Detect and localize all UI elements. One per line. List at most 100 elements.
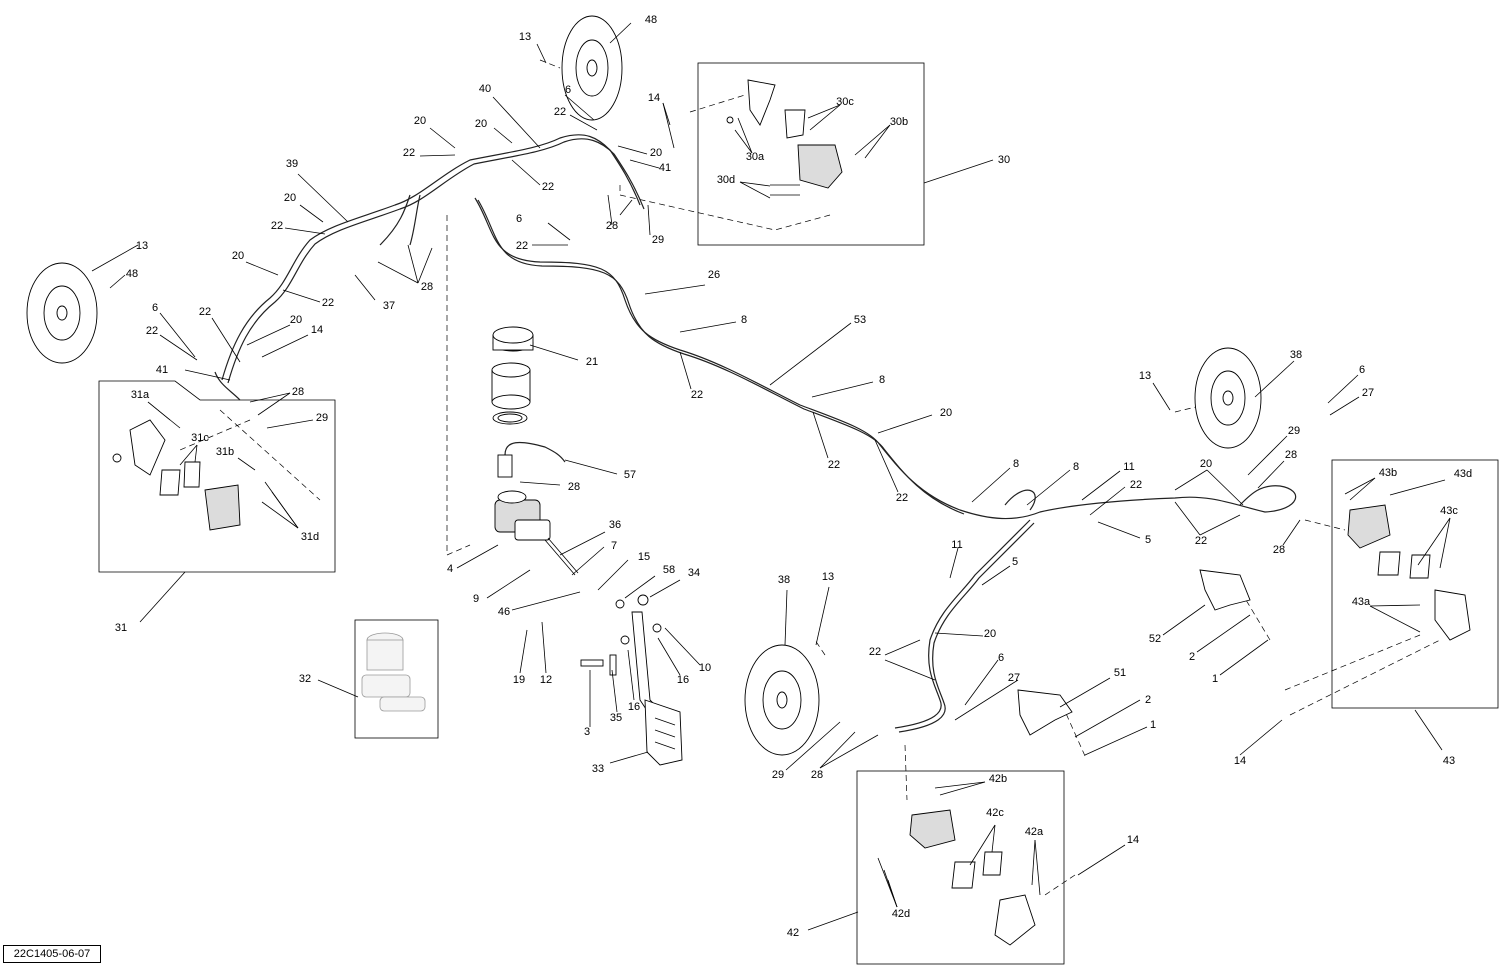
callout-22: 22 [1130,479,1142,491]
caliper-31 [112,419,241,531]
callout-57: 57 [624,469,636,481]
reference-code: 22C1405-06-07 [3,945,101,963]
callout-32: 32 [299,673,311,685]
callout-13: 13 [519,31,531,43]
callout-43b: 43b [1379,467,1397,479]
callout-38: 38 [1290,349,1302,361]
callout-12: 12 [540,674,552,686]
brake-disc-38-rear-right [1194,347,1262,449]
callout-26: 26 [708,269,720,281]
callout-43: 43 [1443,755,1455,767]
callout-22: 22 [1195,535,1207,547]
callout-14: 14 [1234,755,1246,767]
callout-8: 8 [879,374,885,386]
callout-22: 22 [869,646,881,658]
callout-22: 22 [828,459,840,471]
callout-14: 14 [648,92,660,104]
callout-14: 14 [1127,834,1139,846]
callout-29: 29 [316,412,328,424]
callout-20: 20 [650,147,662,159]
callout-28: 28 [421,281,433,293]
callout-42: 42 [787,927,799,939]
callout-29: 29 [772,769,784,781]
bracket-51 [1017,689,1073,736]
callout-37: 37 [383,300,395,312]
callout-4: 4 [447,563,453,575]
callout-16: 16 [677,674,689,686]
callout-48: 48 [645,14,657,26]
callout-22: 22 [322,297,334,309]
callout-7: 7 [611,540,617,552]
callout-46: 46 [498,606,510,618]
callout-40: 40 [479,83,491,95]
caliper-31-inset [98,380,336,573]
callout-29: 29 [652,234,664,246]
callout-20: 20 [232,250,244,262]
callout-10: 10 [699,662,711,674]
caliper-30-inset [697,62,925,246]
callout-22: 22 [146,325,158,337]
master-cylinder-assembly [491,326,579,576]
callout-22: 22 [516,240,528,252]
callout-36: 36 [609,519,621,531]
callout-28: 28 [811,769,823,781]
callout-2: 2 [1145,694,1151,706]
callout-22: 22 [271,220,283,232]
callout-31: 31 [115,622,127,634]
brake-pedal-33 [580,594,683,766]
callout-6: 6 [516,213,522,225]
brake-disc-48-front-left [26,262,98,364]
callout-51: 51 [1114,667,1126,679]
callout-20: 20 [940,407,952,419]
callout-30: 30 [998,154,1010,166]
callout-48: 48 [126,268,138,280]
callout-8: 8 [1073,461,1079,473]
callout-20: 20 [984,628,996,640]
callout-15: 15 [638,551,650,563]
master-cylinder-32-inset [354,619,439,739]
callout-11: 11 [1123,461,1134,473]
callout-52: 52 [1149,633,1161,645]
callout-8: 8 [1013,458,1019,470]
callout-22: 22 [896,492,908,504]
bracket-52 [1199,569,1251,611]
callout-43d: 43d [1454,468,1472,480]
callout-1: 1 [1150,719,1156,731]
callout-1: 1 [1212,673,1218,685]
callout-33: 33 [592,763,604,775]
callout-11: 11 [951,539,962,551]
callout-5: 5 [1145,534,1151,546]
callout-31d: 31d [301,531,319,543]
callout-20: 20 [284,192,296,204]
callout-42d: 42d [892,908,910,920]
master-cylinder-32-ghost [361,632,426,712]
callout-41: 41 [659,162,671,174]
callout-14: 14 [311,324,323,336]
caliper-43-inset [1331,459,1499,709]
callout-6: 6 [565,84,571,96]
callout-58: 58 [663,564,675,576]
callout-20: 20 [414,115,426,127]
callout-6: 6 [152,302,158,314]
callout-30a: 30a [746,151,765,163]
callout-28: 28 [292,386,304,398]
callout-43a: 43a [1352,596,1371,608]
callout-27: 27 [1362,387,1374,399]
callout-5: 5 [1012,556,1018,568]
callout-42b: 42b [989,773,1007,785]
caliper-42 [909,809,1036,946]
callout-20: 20 [1200,458,1212,470]
callout-16: 16 [628,701,640,713]
caliper-30 [726,79,843,196]
callout-9: 9 [473,593,479,605]
callout-6: 6 [998,652,1004,664]
brake-line-53 [474,197,1297,733]
callout-22: 22 [403,147,415,159]
callout-13: 13 [1139,370,1151,382]
callout-20: 20 [475,118,487,130]
brake-line-39-40 [214,134,645,401]
callout-22: 22 [542,181,554,193]
callout-38: 38 [778,574,790,586]
